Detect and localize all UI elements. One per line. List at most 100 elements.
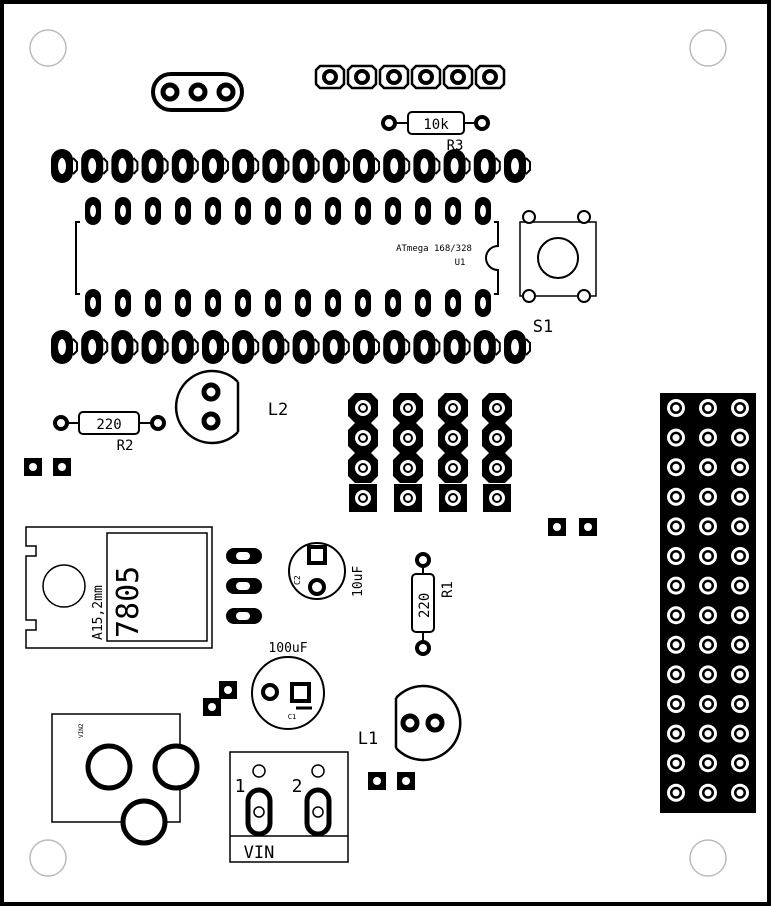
right-header-pad-hole [704, 493, 712, 501]
strip-pad-edge [495, 338, 501, 356]
strip-pad-hole [329, 339, 338, 355]
s1-name-label: S1 [533, 317, 553, 337]
strip-pad-hole [209, 339, 217, 355]
r1-value-label: 220 [417, 593, 433, 618]
strip-pad-hole [299, 158, 308, 174]
strip-pad-hole [269, 158, 278, 174]
r1-name-label: R1 [440, 581, 456, 598]
square-pad-hole [224, 686, 232, 694]
strip-pad-edge [434, 157, 441, 175]
six-pin-pad [322, 69, 338, 85]
right-header-pad-hole [736, 522, 744, 530]
dip-pad-hole [300, 205, 306, 217]
quad-header-pad-hole [360, 435, 366, 441]
dip-pad-hole [270, 205, 276, 217]
square-pad-hole [29, 463, 37, 471]
right-header-pad-hole [704, 700, 712, 708]
right-header-pad-hole [672, 493, 680, 501]
strip-pad-hole [269, 339, 278, 355]
c2-value-label: 10uF [351, 566, 366, 597]
quad-header-pad-hole [494, 495, 500, 501]
six-pin-pad [418, 69, 434, 85]
right-header-pad-hole [704, 670, 712, 678]
dip-pad-hole [420, 205, 426, 217]
dip-pad-hole [120, 205, 126, 217]
right-header-pad-hole [736, 641, 744, 649]
right-header-pad-hole [672, 582, 680, 590]
four-pin-header-columns [348, 393, 512, 512]
dip-pad-hole [210, 297, 216, 309]
quad-header-pad-hole [494, 435, 500, 441]
strip-pad-edge [464, 157, 471, 175]
strip-pad-edge [344, 157, 350, 175]
square-pad-hole [553, 523, 561, 531]
right-header-pad-hole [672, 404, 680, 412]
r2-value-label: 220 [96, 417, 121, 433]
dip-pad-hole [180, 205, 186, 217]
right-header-pad-hole [736, 552, 744, 560]
quad-header-pad-hole [450, 405, 456, 411]
mounting-holes [29, 29, 727, 877]
strip-pad-edge [253, 338, 260, 356]
dip-pad-hole [150, 205, 156, 217]
right-header-pad-hole [736, 789, 744, 797]
dip-pad-hole [390, 297, 396, 309]
led-l2: L2 [174, 369, 288, 445]
three-pin-header [151, 72, 244, 112]
strip-pad-edge [72, 338, 78, 356]
right-header-pad-hole [704, 404, 712, 412]
dip-pad-hole [480, 297, 486, 309]
terminal-pin1-label: 1 [235, 776, 246, 797]
quad-header-pad-hole [405, 495, 411, 501]
right-header-pad-hole [672, 759, 680, 767]
atmega-dip-socket-u1: ATmega 168/328 U1 [75, 197, 499, 317]
strip-pad-hole [209, 158, 217, 174]
strip-pad-edge [404, 338, 411, 356]
quad-header-pad-hole [405, 405, 411, 411]
vreg-part-label: 7805 [111, 566, 146, 638]
resistor-r3: 10k R3 [381, 111, 490, 154]
c2-name-label: C2 [293, 575, 302, 585]
right-header-body [660, 393, 756, 813]
strip-pad-hole [511, 339, 519, 355]
right-header-pad-hole [672, 641, 680, 649]
dip-pad-hole [300, 297, 306, 309]
strip-pad-edge [404, 157, 411, 175]
square-pad-hole [208, 703, 216, 711]
quad-header-pad-hole [405, 465, 411, 471]
right-header-pad-hole [704, 611, 712, 619]
right-header-pad-hole [704, 789, 712, 797]
strip-pad-hole [58, 339, 66, 355]
strip-pad-hole [58, 158, 66, 174]
strip-pad-hole [450, 158, 459, 174]
strip-pad-hole [118, 339, 127, 355]
strip-pad-edge [223, 338, 229, 356]
three-pin-pad [216, 82, 236, 102]
strip-pad-edge [464, 338, 471, 356]
strip-pad-edge [495, 157, 501, 175]
dip-pad-hole [150, 297, 156, 309]
dip-pad-hole [240, 297, 246, 309]
quad-header-pad-hole [360, 465, 366, 471]
right-header-pad-hole [736, 493, 744, 501]
strip-pad-edge [193, 157, 199, 175]
dip-pad-hole [120, 297, 126, 309]
square-pad-hole [58, 463, 66, 471]
vreg-pad-hole [236, 612, 250, 620]
right-header-pad-hole [704, 552, 712, 560]
right-header-pad-hole [704, 463, 712, 471]
right-header-pad-hole [704, 582, 712, 590]
strip-pad-edge [132, 157, 139, 175]
strip-pad-hole [450, 339, 459, 355]
dip-pad-hole [360, 297, 366, 309]
mounting-hole-bottom-left [29, 839, 67, 877]
dip-pad-hole [240, 205, 246, 217]
strip-pad-edge [374, 338, 380, 356]
strip-pad-hole [360, 158, 368, 174]
u1-name-label: U1 [455, 258, 466, 268]
resistor-r1: 220 R1 [411, 552, 456, 656]
strip-pad-hole [329, 158, 338, 174]
right-header-pad-hole [704, 759, 712, 767]
dip-pad-hole [90, 297, 96, 309]
right-header-pad-hole [672, 611, 680, 619]
